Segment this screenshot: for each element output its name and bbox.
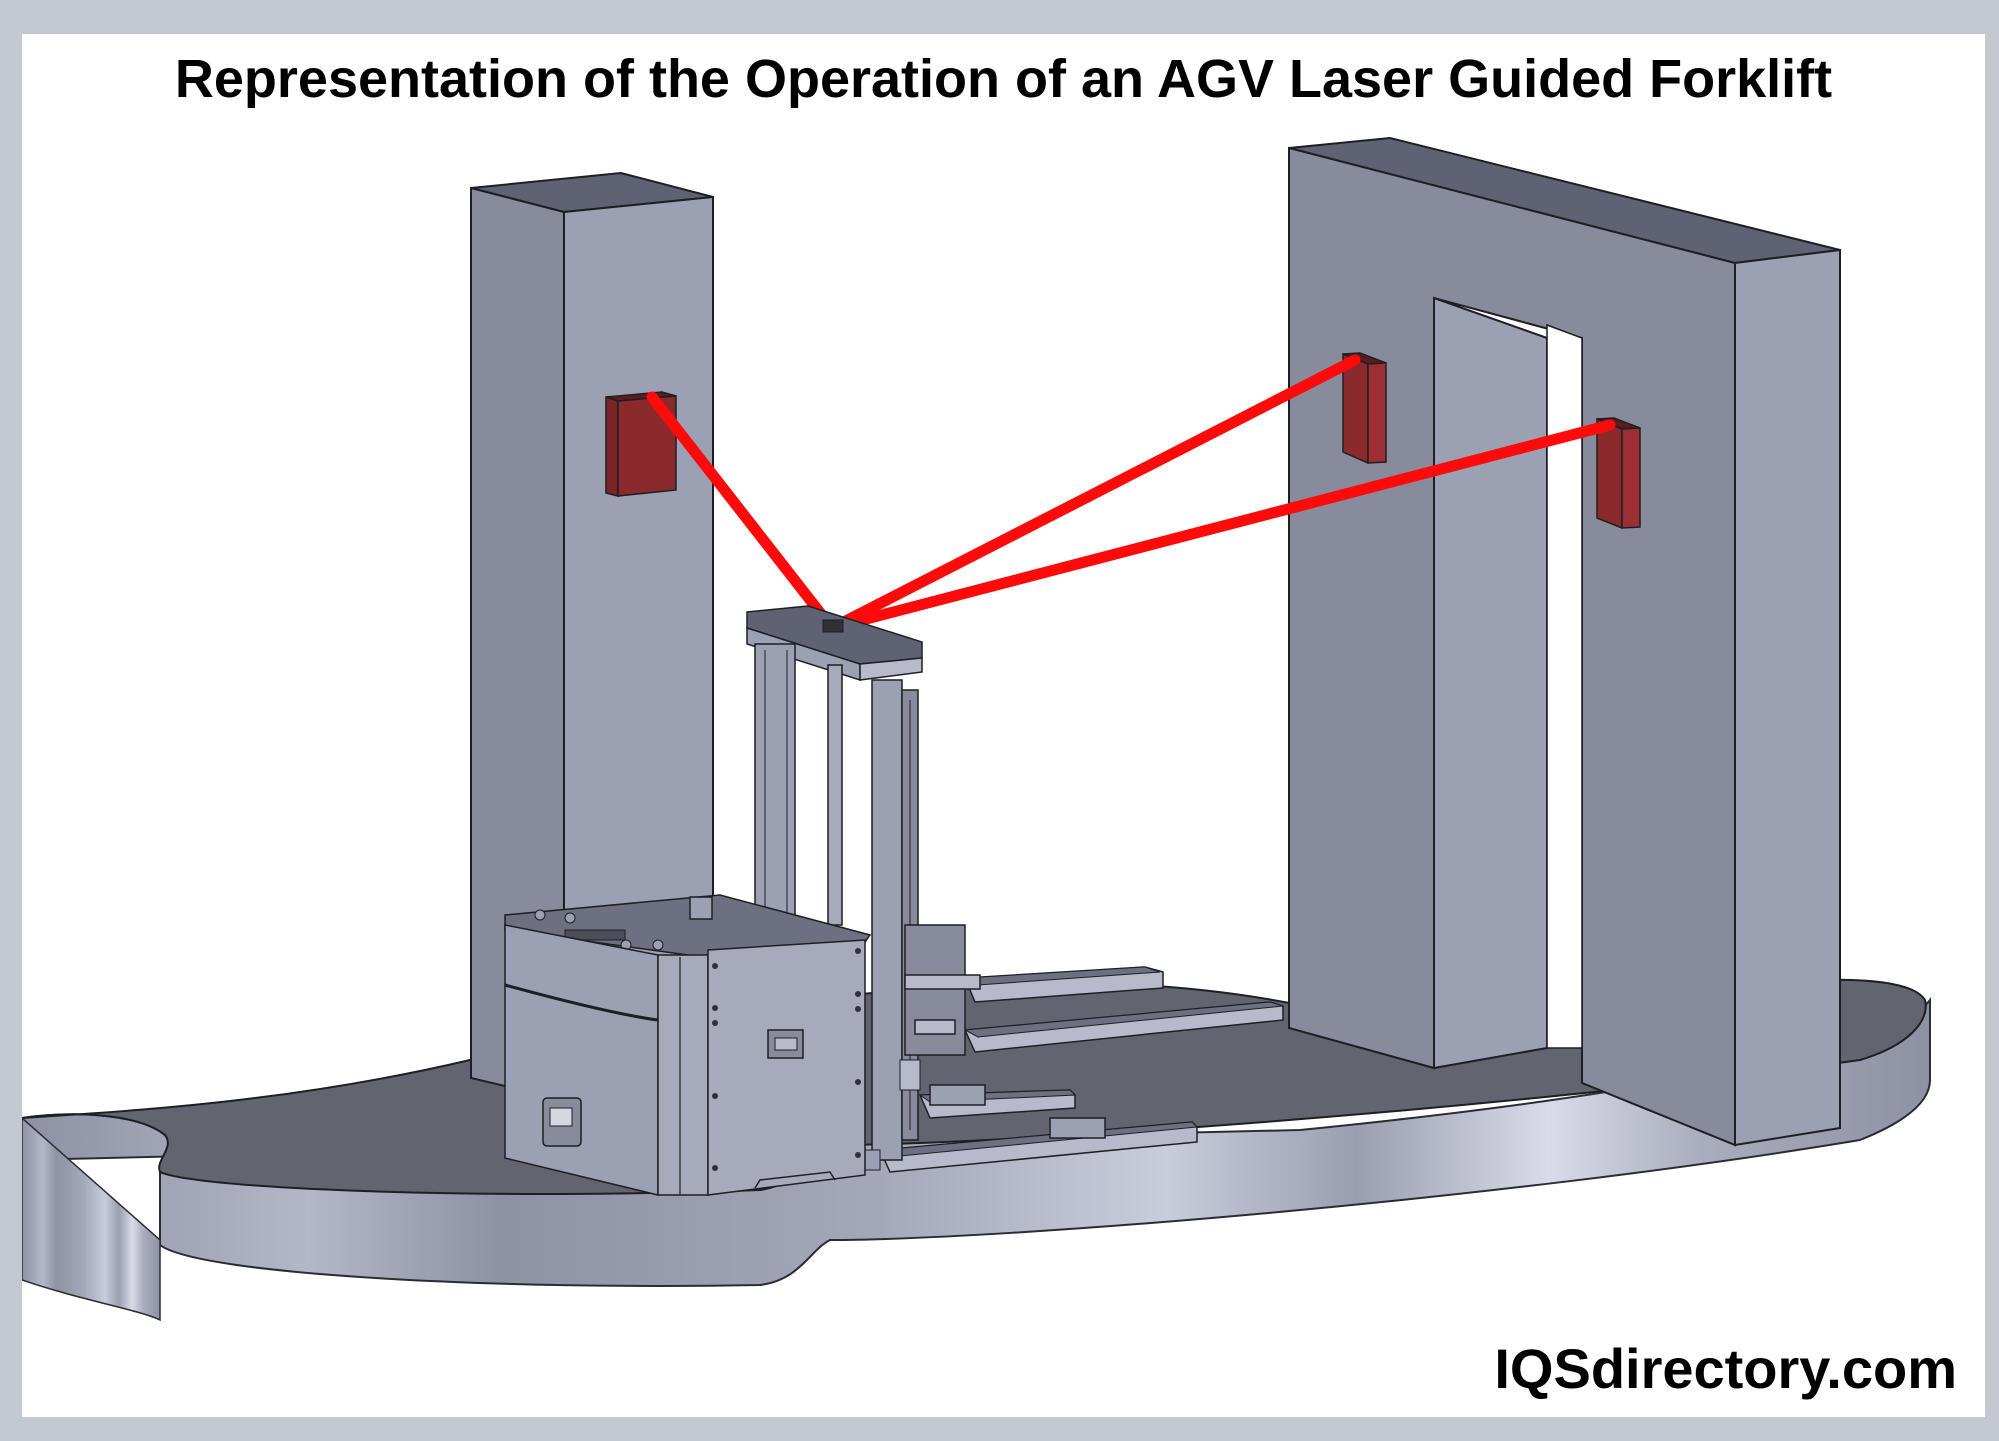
site-watermark: IQSdirectory.com	[1494, 1337, 1957, 1400]
safety-scanner	[542, 1097, 582, 1147]
agv-forklift	[504, 605, 1284, 1196]
agv-scene	[22, 136, 1931, 1322]
forklift-body	[504, 894, 872, 1196]
laser-beam-3	[826, 419, 1616, 634]
laser-beams	[646, 354, 1616, 634]
laser-beam-2	[826, 354, 1361, 634]
right-arch	[1288, 136, 1841, 1147]
diagram-title: Representation of the Operation of an AG…	[174, 49, 1833, 109]
reflector-3	[1596, 417, 1641, 530]
mast	[746, 605, 981, 1171]
forks	[878, 966, 1284, 1173]
reflector-2	[1342, 352, 1387, 465]
reflector-1	[605, 391, 677, 497]
diagram-canvas: Representation of the Operation of an AG…	[22, 34, 1985, 1417]
laser-beam-1	[646, 391, 838, 634]
